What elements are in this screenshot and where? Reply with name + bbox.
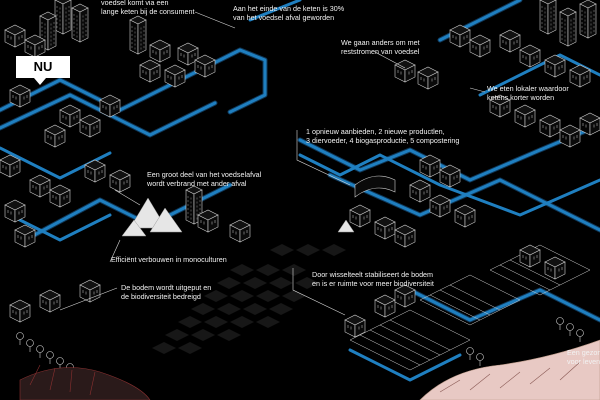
incinerator [185, 185, 251, 243]
label-chain: voedsel komt via een lange keten bij de … [101, 0, 195, 16]
soil-right [419, 339, 600, 400]
now-marker-pointer [34, 78, 46, 85]
label-healthy-soil: Een gezond voor leven [567, 348, 600, 366]
label-burned-waste: Een groot deel van het voedselafval word… [147, 170, 262, 188]
soil-left [19, 364, 151, 400]
processing-facility [337, 154, 476, 248]
label-residual-streams: We gaan anders om met reststromen van vo… [341, 38, 420, 56]
flow-lines [0, 0, 600, 382]
callout-lines [59, 11, 486, 316]
label-processing-options: 1 opnieuw aanbieden, 2 nieuwe productlen… [306, 127, 460, 145]
now-marker: NU [16, 56, 70, 78]
city-cluster-right [394, 0, 600, 148]
label-waste-30: Aan het einde van de keten is 30% van he… [233, 4, 345, 22]
label-soil-depleted: De bodem wordt uitgeput en de biodiversi… [121, 283, 212, 301]
label-monoculture: Efficiënt verbouwen in monoculturen [111, 255, 227, 264]
label-local-eating: We eten lokaler waardoor ketens korter w… [487, 84, 569, 102]
waste-mounds [121, 197, 183, 237]
label-crop-rotation: Door wisselteelt stabiliseert de bodem e… [312, 270, 434, 288]
farm-buildings-right [344, 244, 584, 367]
